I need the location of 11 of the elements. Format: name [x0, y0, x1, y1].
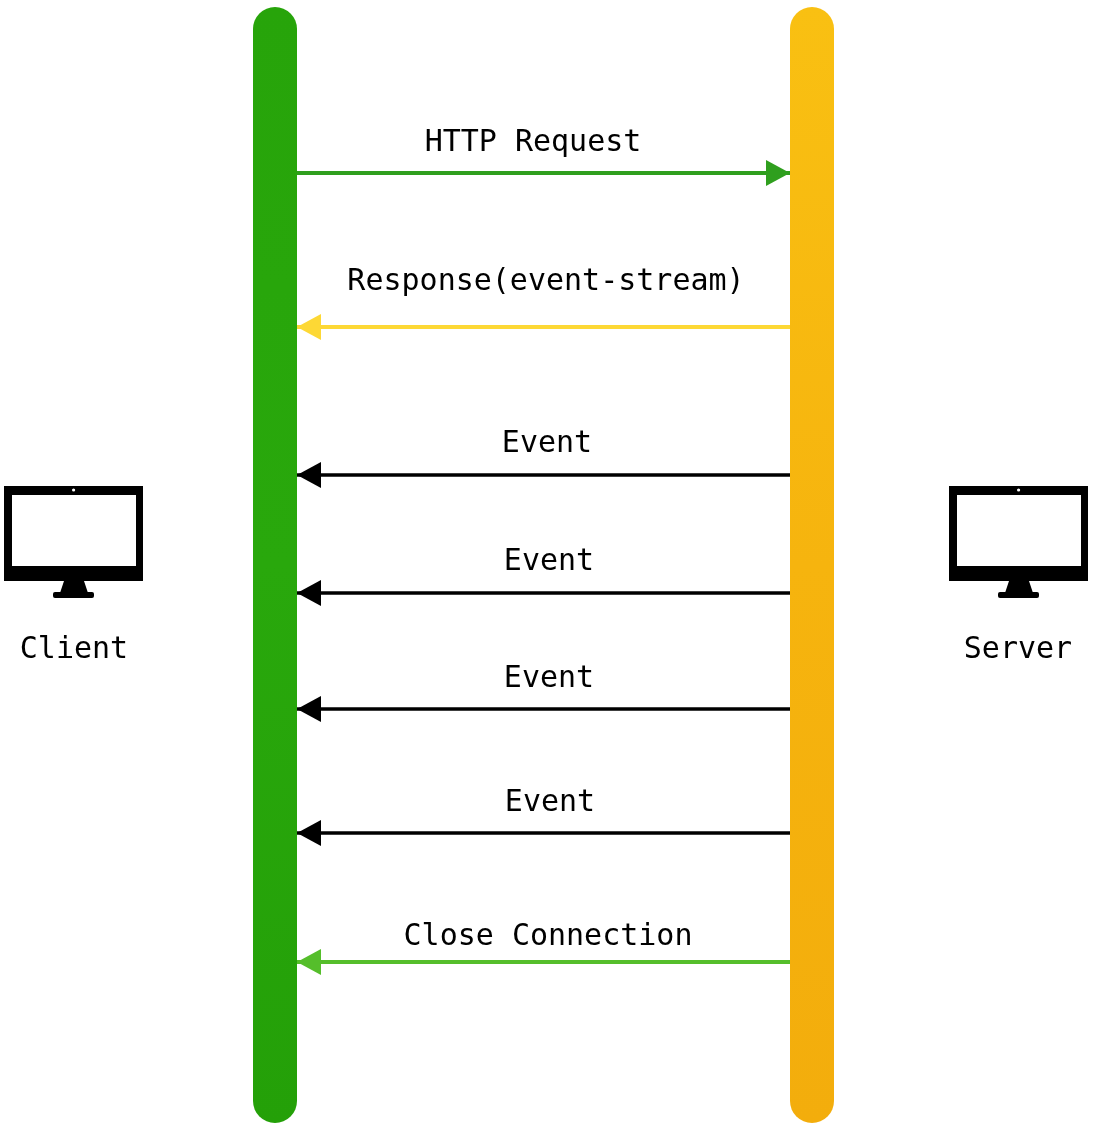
arrow: [297, 820, 790, 846]
arrow: [297, 580, 790, 606]
arrow: [297, 949, 790, 975]
arrow: [297, 462, 790, 488]
arrow: [297, 160, 790, 186]
actor-label: Server: [963, 631, 1073, 665]
arrow: [297, 314, 790, 340]
actor-label: Client: [19, 631, 129, 665]
arrow: [297, 696, 790, 722]
lifeline-bar: [790, 7, 834, 1123]
lifeline-bar: [253, 7, 297, 1123]
